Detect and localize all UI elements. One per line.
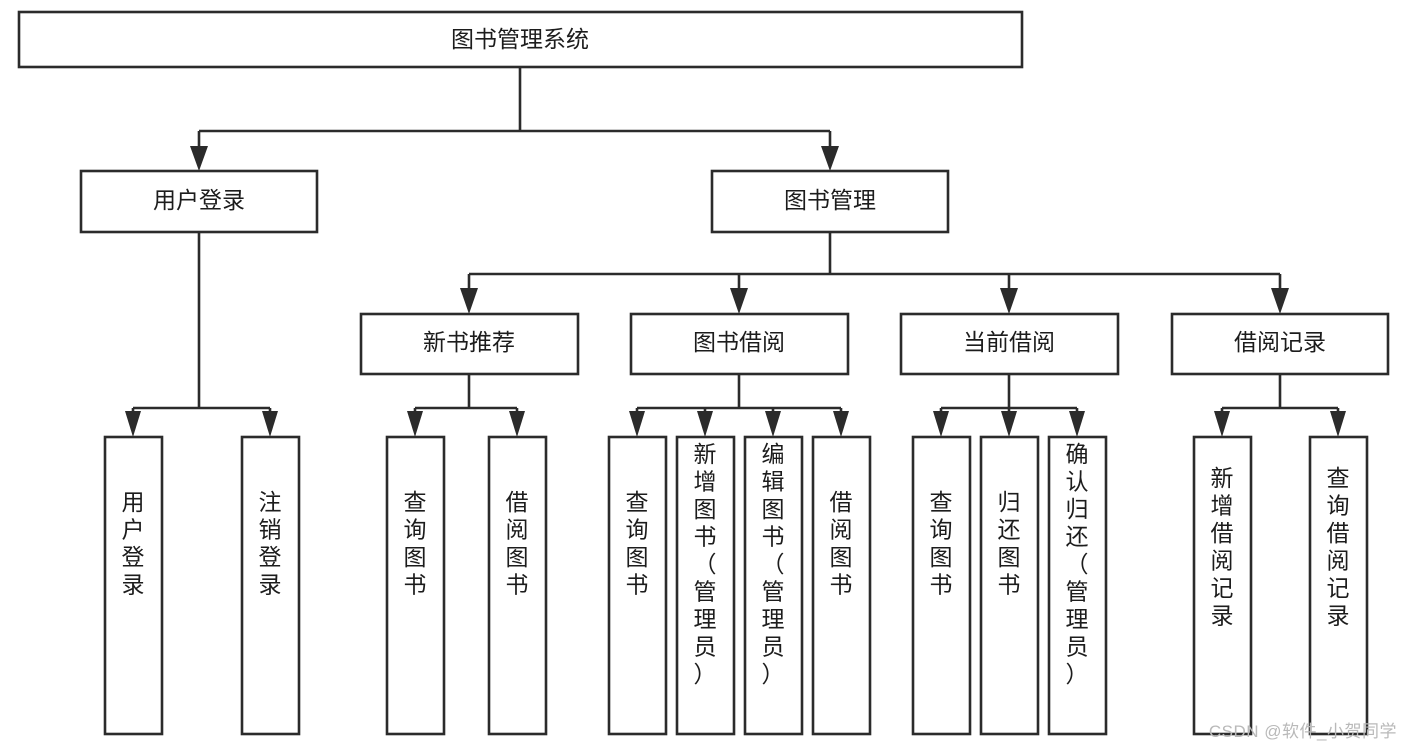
node-leaf-borrow-book-1-label: 借阅图书: [506, 489, 529, 598]
node-book-borrow-label: 图书借阅: [693, 329, 785, 355]
node-root-box[interactable]: [17, 10, 1024, 69]
node-new-book-recommend-box[interactable]: [359, 312, 580, 376]
node-leaf-borrow-book-2[interactable]: 借阅图书: [811, 435, 872, 736]
arrow-head-borrow-record: [1271, 288, 1289, 314]
arrow-head-leaf-query-book-2: [629, 411, 645, 437]
node-leaf-user-login[interactable]: 用户登录: [103, 435, 164, 736]
node-leaf-borrow-book-1-box[interactable]: [487, 435, 548, 736]
arrow-head-leaf-return-book: [1001, 411, 1017, 437]
connector-new-book-recommend-to-leaves: [407, 374, 525, 437]
node-leaf-borrow-book-2-label: 借阅图书: [830, 489, 853, 598]
node-leaf-edit-book-box[interactable]: [743, 435, 804, 736]
arrow-head-leaf-borrow-book-1: [509, 411, 525, 437]
node-leaf-borrow-book-2-box[interactable]: [811, 435, 872, 736]
node-leaf-query-book-1[interactable]: 查询图书: [385, 435, 446, 736]
node-leaf-query-record[interactable]: 查询借阅记录: [1308, 435, 1369, 736]
node-borrow-record[interactable]: 借阅记录: [1170, 312, 1390, 376]
node-new-book-recommend-label: 新书推荐: [423, 329, 515, 355]
arrow-head-leaf-query-book-1: [407, 411, 423, 437]
connector-book-management-to-level3: [460, 232, 1289, 314]
node-book-management[interactable]: 图书管理: [710, 169, 950, 234]
connector-root-to-level2: [190, 67, 839, 171]
arrow-head-current-borrow: [1000, 288, 1018, 314]
node-leaf-query-book-2-box[interactable]: [607, 435, 668, 736]
arrow-head-leaf-borrow-book-2: [833, 411, 849, 437]
arrow-head-leaf-logout-login: [262, 411, 278, 437]
node-borrow-record-label: 借阅记录: [1234, 329, 1326, 355]
csdn-watermark: CSDN @软件_小贺同学: [1208, 722, 1397, 741]
node-leaf-borrow-book-1[interactable]: 借阅图书: [487, 435, 548, 736]
arrow-head-leaf-add-book: [697, 411, 713, 437]
connector-user-login-to-leaves: [125, 232, 278, 437]
node-book-management-box[interactable]: [710, 169, 950, 234]
connector-current-borrow-to-leaves: [933, 374, 1085, 437]
node-leaf-query-record-label: 查询借阅记录: [1327, 465, 1350, 629]
node-leaf-add-book[interactable]: 新增图书（管理员）: [675, 435, 736, 736]
node-leaf-user-login-box[interactable]: [103, 435, 164, 736]
arrow-head-book-management: [821, 146, 839, 171]
node-leaf-logout-login-label: 注销登录: [259, 489, 282, 598]
connector-book-borrow-to-leaves: [629, 374, 849, 437]
arrow-head-leaf-add-record: [1214, 411, 1230, 437]
node-current-borrow-box[interactable]: [899, 312, 1120, 376]
node-book-borrow-box[interactable]: [629, 312, 850, 376]
node-user-login[interactable]: 用户登录: [79, 169, 319, 234]
node-leaf-query-book-2[interactable]: 查询图书: [607, 435, 668, 736]
node-leaf-confirm-return[interactable]: 确认归还（管理员）: [1047, 435, 1108, 736]
node-leaf-query-book-2-label: 查询图书: [626, 489, 649, 598]
node-root-label: 图书管理系统: [451, 26, 589, 52]
node-leaf-query-book-3-label: 查询图书: [930, 489, 953, 598]
node-leaf-return-book[interactable]: 归还图书: [979, 435, 1040, 736]
arrow-head-new-book-recommend: [460, 288, 478, 314]
node-leaf-edit-book[interactable]: 编辑图书（管理员）: [743, 435, 804, 736]
node-leaf-edit-book-label: 编辑图书（管理员）: [762, 441, 785, 687]
node-leaf-query-book-3[interactable]: 查询图书: [911, 435, 972, 736]
node-leaf-return-book-box[interactable]: [979, 435, 1040, 736]
node-current-borrow-label: 当前借阅: [963, 329, 1055, 355]
node-leaf-add-record-box[interactable]: [1192, 435, 1253, 736]
arrow-head-leaf-user-login: [125, 411, 141, 437]
arrow-head-user-login: [190, 146, 208, 171]
node-leaf-query-record-box[interactable]: [1308, 435, 1369, 736]
arrow-head-book-borrow: [730, 288, 748, 314]
node-leaf-logout-login-box[interactable]: [240, 435, 301, 736]
node-leaf-add-record-label: 新增借阅记录: [1211, 465, 1234, 629]
node-leaf-confirm-return-box[interactable]: [1047, 435, 1108, 736]
arrow-head-leaf-query-record: [1330, 411, 1346, 437]
node-new-book-recommend[interactable]: 新书推荐: [359, 312, 580, 376]
node-leaf-user-login-label: 用户登录: [122, 489, 145, 598]
node-leaf-return-book-label: 归还图书: [998, 489, 1021, 598]
connector-borrow-record-to-leaves: [1214, 374, 1346, 437]
node-book-borrow[interactable]: 图书借阅: [629, 312, 850, 376]
node-user-login-box[interactable]: [79, 169, 319, 234]
node-leaf-add-record[interactable]: 新增借阅记录: [1192, 435, 1253, 736]
node-borrow-record-box[interactable]: [1170, 312, 1390, 376]
node-leaf-query-book-1-box[interactable]: [385, 435, 446, 736]
arrow-head-leaf-confirm-return: [1069, 411, 1085, 437]
node-leaf-add-book-label: 新增图书（管理员）: [694, 441, 717, 687]
node-book-management-label: 图书管理: [784, 187, 876, 213]
arrow-head-leaf-query-book-3: [933, 411, 949, 437]
node-leaf-query-book-1-label: 查询图书: [404, 489, 427, 598]
node-leaf-add-book-box[interactable]: [675, 435, 736, 736]
node-root-system[interactable]: 图书管理系统: [17, 10, 1024, 69]
node-leaf-logout-login[interactable]: 注销登录: [240, 435, 301, 736]
node-current-borrow[interactable]: 当前借阅: [899, 312, 1120, 376]
arrow-head-leaf-edit-book: [765, 411, 781, 437]
node-leaf-query-book-3-box[interactable]: [911, 435, 972, 736]
node-user-login-label: 用户登录: [153, 187, 245, 213]
node-leaf-confirm-return-label: 确认归还（管理员）: [1066, 441, 1089, 687]
